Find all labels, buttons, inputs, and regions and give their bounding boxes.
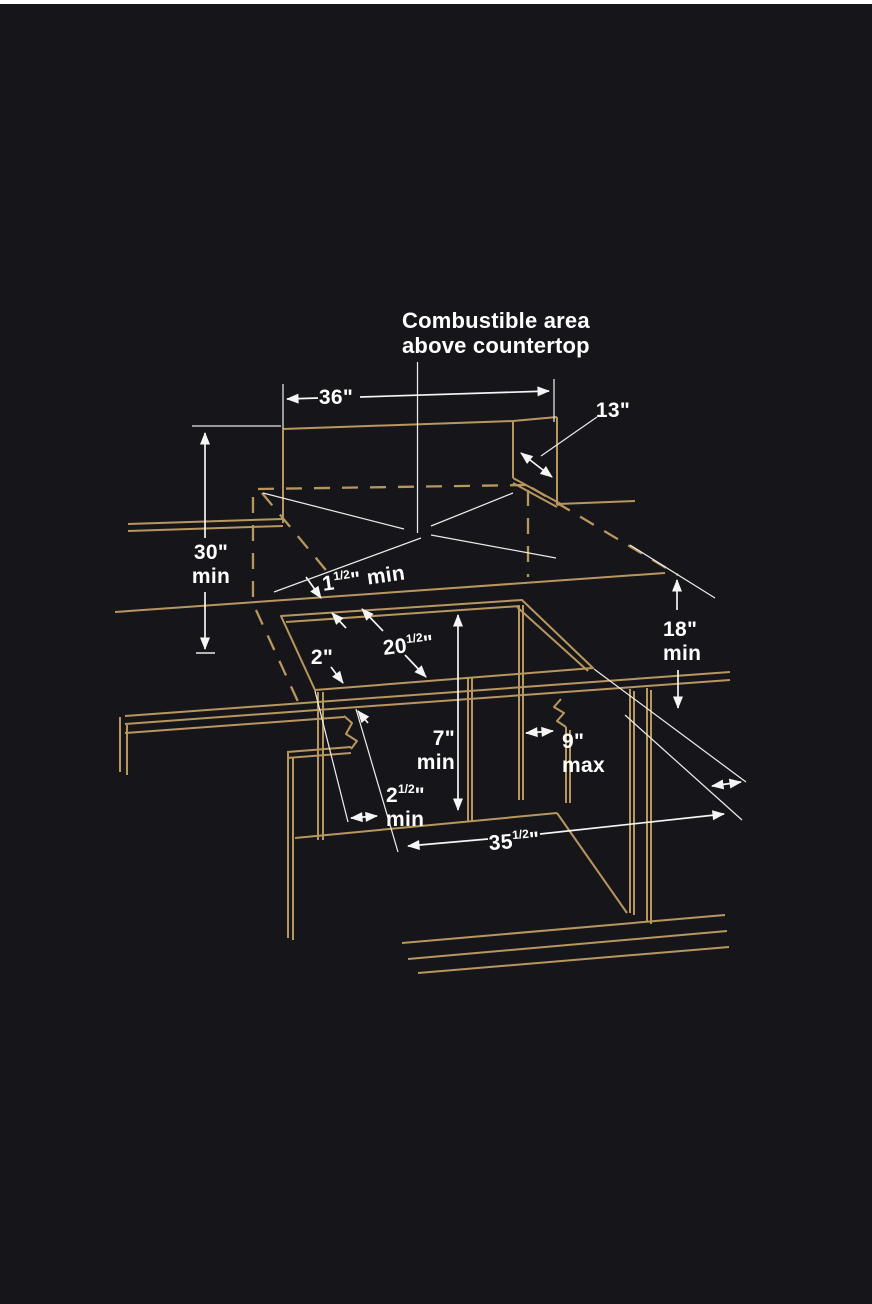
opening-studs [317,605,524,840]
leader-13 [540,416,598,457]
toe-kick-lines [401,914,730,974]
dim-35-5-label: 351/2" [487,826,541,856]
dimension-lines [200,386,742,850]
dim-2-5-label: 21/2" min [386,782,425,831]
right-wall-line [557,500,636,505]
title-line-1: Combustible area [402,308,590,333]
dim-20-5-up [361,608,384,632]
countertop-left-cap [119,717,128,775]
dim-2-arrow [330,666,344,684]
title-line-2: above countertop [402,333,590,358]
countertop-back-edge [114,572,666,613]
countertop-front-edge [124,671,731,734]
dim-1-5-arrow-2 [331,612,347,629]
dim-2-5-arrow [350,811,378,823]
dim-9-label: 9" max [562,730,605,777]
dim-36-label: 36" [318,386,354,409]
dim-20-5-label: 201/2" [381,630,435,660]
ext-lines-36 [282,379,555,429]
dim-35-5-left [407,838,489,850]
dim-13-label: 13" [595,399,631,422]
right-notch [553,698,571,803]
projection-lines [192,362,747,853]
dim-36-left [286,393,319,404]
combustible-x-lines [262,492,557,593]
dim-35-5-right [539,810,725,835]
shelf-and-side-edge [294,812,628,914]
diagram-title: Combustible area above countertop [402,308,590,358]
gap-arrow-right [711,778,742,790]
dim-20-5-down [404,654,427,678]
dim-7-label: 7" min [416,727,455,774]
dim-2-label: 2" [310,646,334,669]
base-cabinet [286,605,730,974]
countertop [114,572,731,775]
dim-9-arrow [525,726,554,738]
dim-1-5-arrow [305,576,322,599]
dim-13-arrow [520,452,553,478]
witness-arrow [357,710,370,724]
upper-cabinet [127,416,636,532]
dim-36-right [359,386,550,398]
cooktop-cutout-inner [285,605,589,672]
dim-30-label: 30" min [191,541,231,588]
right-panels [629,688,652,924]
left-notch [343,715,358,750]
combustible-area-dashed [251,483,679,707]
page-top-strip [0,0,872,4]
witness-lines-right [593,544,747,821]
witness-lines-left [314,690,399,853]
cooktop-cutout-outer [280,599,594,691]
dim-18-label: 18" min [663,618,702,665]
